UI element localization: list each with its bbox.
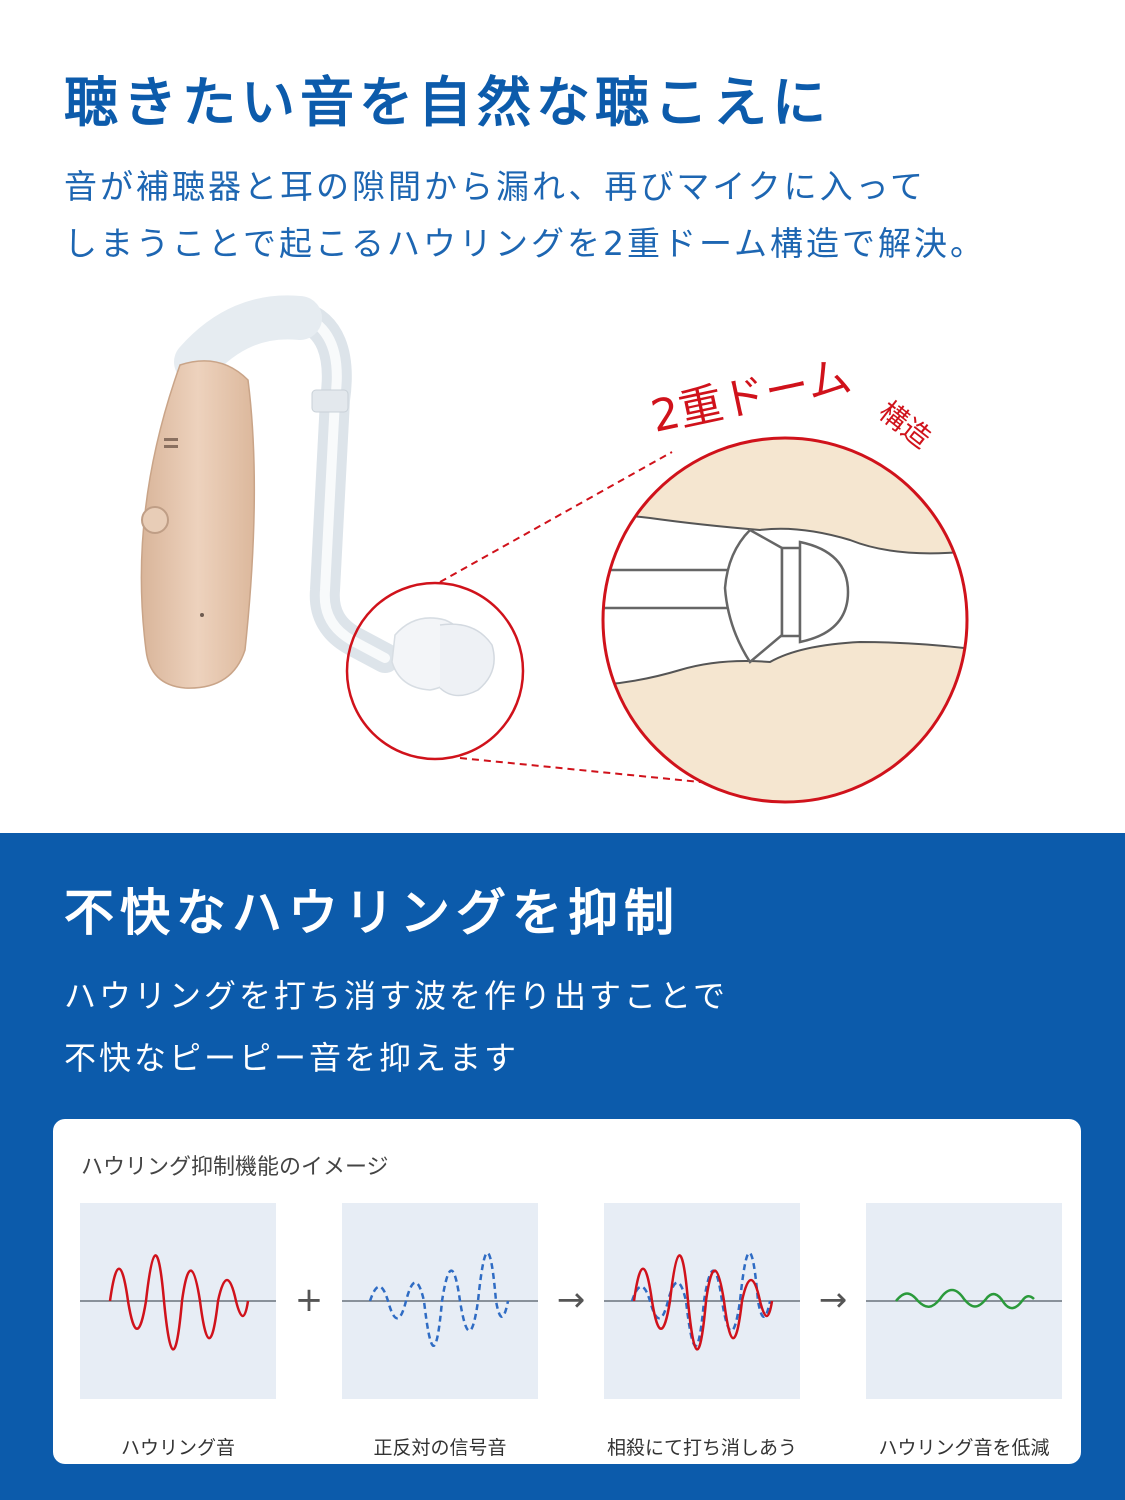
caption-cancel: 相殺にて打ち消しあう: [606, 1437, 797, 1459]
feature-subtitle-line-1: ハウリングを打ち消す波を作り出すことで: [64, 977, 729, 1015]
caption-opposite-signal: 正反対の信号音: [373, 1437, 507, 1459]
caption-howling: ハウリング音: [120, 1437, 235, 1459]
opposite-wave-graphic: [342, 1251, 538, 1347]
reduced-wave-graphic: [866, 1288, 1062, 1310]
feature-section: 不快なハウリングを抑制 ハウリングを打ち消す波を作り出すことで 不快なピーピー音…: [0, 833, 1125, 1500]
page-subtitle: 音が補聴器と耳の隙間から漏れ、再びマイクに入って しまうことで起こるハウリングを…: [64, 158, 986, 272]
caption-reduced: ハウリング音を低減: [878, 1437, 1050, 1459]
connector-line-top: [439, 451, 673, 583]
feature-subtitle-line-2: 不快なピーピー音を抑えます: [64, 1039, 520, 1077]
hearing-aid-illustration: 2重ドーム 構造: [140, 295, 969, 804]
operator-arrow-2: →: [818, 1280, 848, 1320]
operator-plus: +: [294, 1280, 324, 1320]
page-title: 聴きたい音を自然な聴こえに: [64, 71, 831, 134]
diagram-title: ハウリング抑制機能のイメージ: [81, 1155, 389, 1180]
operator-arrow-1: →: [556, 1280, 586, 1320]
panel-opposite-signal: [342, 1203, 538, 1399]
howling-wave-graphic: [80, 1254, 276, 1351]
dome-callout-suffix: 構造: [873, 395, 937, 455]
cancel-wave-graphic: [604, 1251, 800, 1351]
subtitle-line-2: しまうことで起こるハウリングを2重ドーム構造で解決。: [64, 224, 987, 263]
tube-icon: [174, 295, 400, 673]
panel-howling: [80, 1203, 276, 1399]
subtitle-line-1: 音が補聴器と耳の隙間から漏れ、再びマイクに入って: [64, 167, 927, 206]
panel-reduced: [866, 1203, 1062, 1399]
ear-dome-icon: [391, 617, 495, 697]
feature-title: 不快なハウリングを抑制: [64, 884, 680, 942]
hearing-aid-body: [140, 360, 256, 689]
diagram-card: ハウリング抑制機能のイメージ + → →: [53, 1119, 1081, 1464]
feature-subtitle: ハウリングを打ち消す波を作り出すことで 不快なピーピー音を抑えます: [64, 965, 728, 1089]
top-section: 聴きたい音を自然な聴こえに 音が補聴器と耳の隙間から漏れ、再びマイクに入って し…: [64, 71, 986, 804]
dome-callout-label: 2重ドーム: [647, 351, 856, 443]
panel-cancel: [604, 1203, 800, 1399]
detail-highlight-circle: [345, 581, 525, 761]
